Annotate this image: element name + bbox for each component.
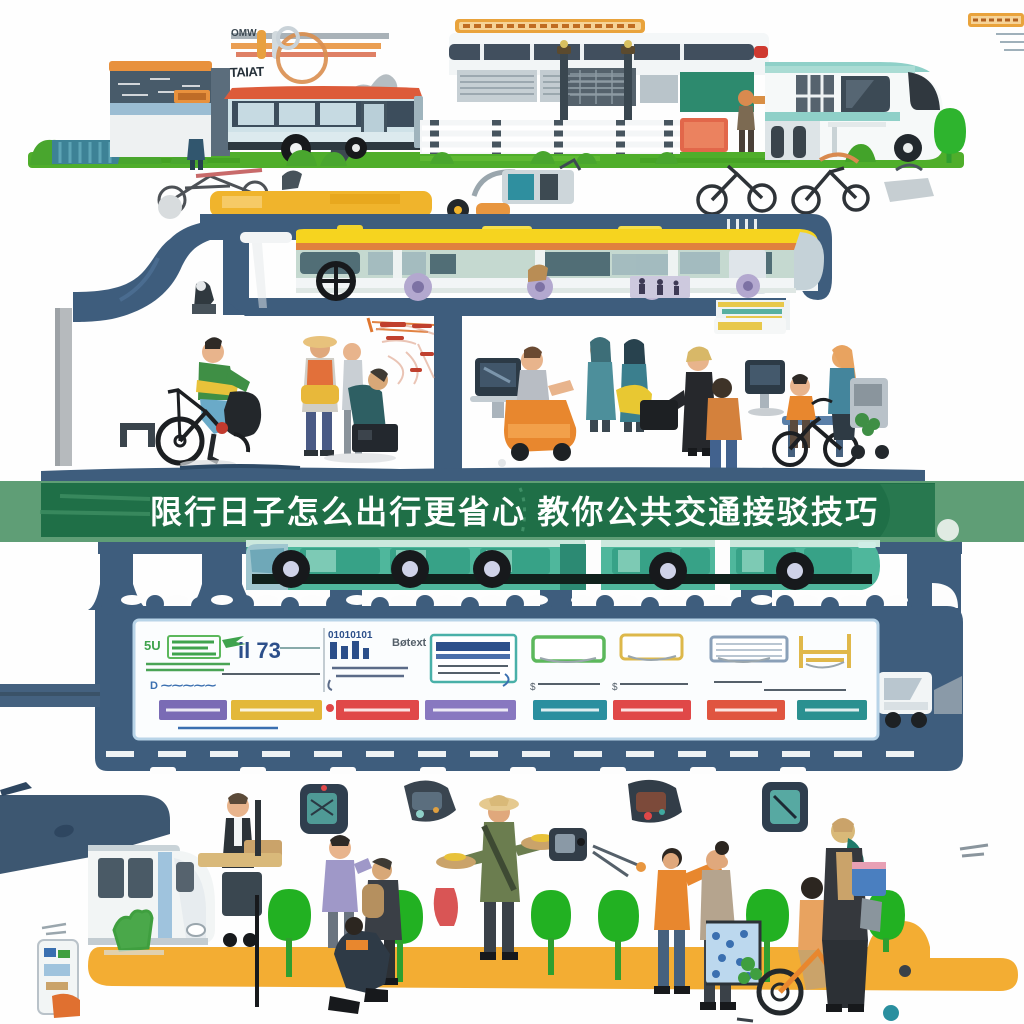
- svg-text:TAIAT: TAIAT: [230, 64, 265, 80]
- svg-text:OMW: OMW: [231, 28, 257, 39]
- svg-text:il 73: il 73: [238, 638, 281, 663]
- svg-text:01010101: 01010101: [328, 630, 373, 641]
- svg-text:限行日子怎么出行更省心 教你公共交通接驳技巧: 限行日子怎么出行更省心 教你公共交通接驳技巧: [150, 494, 879, 530]
- svg-text:5U: 5U: [144, 638, 161, 653]
- svg-text:Bøtext: Bøtext: [392, 637, 427, 649]
- svg-text:D ⁓⁓⁓⁓⁓: D ⁓⁓⁓⁓⁓: [150, 680, 216, 692]
- svg-text:$: $: [530, 682, 536, 693]
- svg-text:$: $: [612, 682, 618, 693]
